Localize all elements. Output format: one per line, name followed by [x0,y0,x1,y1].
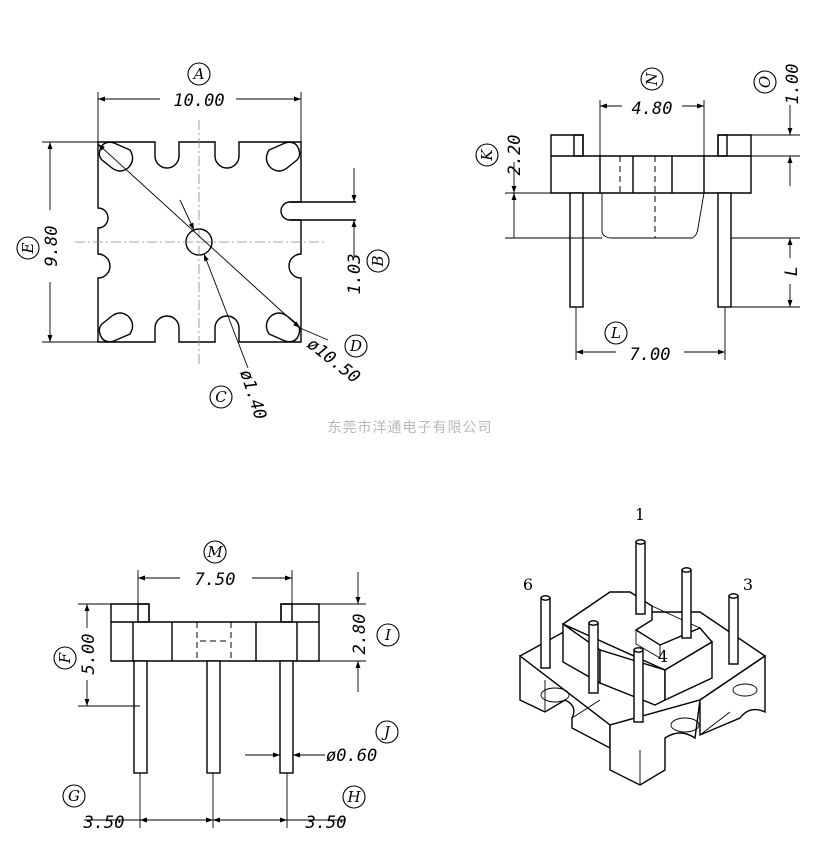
dim-E-value: 9.80 [42,226,62,267]
pin-label-1: 1 [635,505,645,524]
iso-base-front-left [519,654,611,750]
dim-C-value: ø1.40 [235,367,270,422]
dim-M-value: 7.50 [195,570,236,590]
corner-slot-tl [98,141,134,172]
dim-M-letter: M [206,543,223,561]
side-pin-left [569,192,584,308]
dim-G-value: 3.50 [83,813,125,833]
dim-O-value: 1.00 [783,64,803,105]
dim-N-letter: N [643,72,661,87]
top-view: 10.00 A 9.80 E 1.03 B ø10.50 D ø1.40 C [16,62,390,422]
dim-J-letter: J [381,723,391,741]
iso-pin-2 [681,569,692,639]
dim-I-letter: I [384,626,392,644]
pin-label-6: 6 [523,575,533,594]
dim-I-value: 2.80 [350,614,370,655]
iso-pin-3 [728,595,739,665]
dim-H-letter: H [346,788,361,806]
dim-A-letter: A [192,65,205,83]
side-view-body [550,134,752,194]
pin-label-4: 4 [658,647,668,666]
dim-F-value: 5.00 [79,634,99,675]
iso-base-front-mid [609,699,701,786]
dim-L-value: 7.00 [630,345,671,365]
corner-slot-br [265,312,301,343]
side-view-core [601,192,705,239]
iso-pin-5 [588,622,599,694]
pin-label-3: 3 [743,575,753,594]
dim-B-letter: B [369,255,387,267]
iso-upper-right [664,640,713,702]
dim-A-value: 10.00 [173,91,224,111]
dim-K-letter: K [478,149,496,162]
dim-N-value: 4.80 [632,99,673,119]
dim-E-letter: E [19,242,37,254]
dim-D-line [97,143,301,329]
side-view: 4.80 N 1.00 O 2.20 K L 7.00 L [475,64,803,365]
dim-C-letter: C [215,388,227,406]
dim-G-letter: G [68,787,80,805]
dim-H-value: 3.50 [305,813,347,833]
corner-slot-tr [265,141,301,172]
dim-K-value: 2.20 [505,135,525,176]
dim-B-value: 1.03 [345,254,365,295]
front-pin-right [279,660,294,774]
front-view-body [110,603,320,662]
iso-upper-front2 [599,649,666,706]
isometric-view: 1 3 4 6 [518,505,767,786]
iso-base-front-right [699,654,766,737]
dim-O-letter: O [756,76,774,88]
front-view: 7.50 M 5.00 F 2.80 I ø0.60 J 3.50 3 [53,540,400,833]
front-pin-left [133,660,148,774]
iso-pin-1 [635,541,646,615]
corner-slot-bl [98,312,134,343]
side-pin-right [717,192,732,308]
front-pin-center [206,660,221,774]
dim-J-value: ø0.60 [326,746,377,766]
dim-L-vertical: L [782,266,802,276]
iso-pin-4 [633,649,644,723]
iso-pin-6 [540,597,551,669]
dim-L-letter: L [610,324,621,342]
dim-D-letter: D [349,337,362,355]
dim-F-letter: F [56,652,74,664]
company-name: 东莞市洋通电子有限公司 [328,419,493,436]
